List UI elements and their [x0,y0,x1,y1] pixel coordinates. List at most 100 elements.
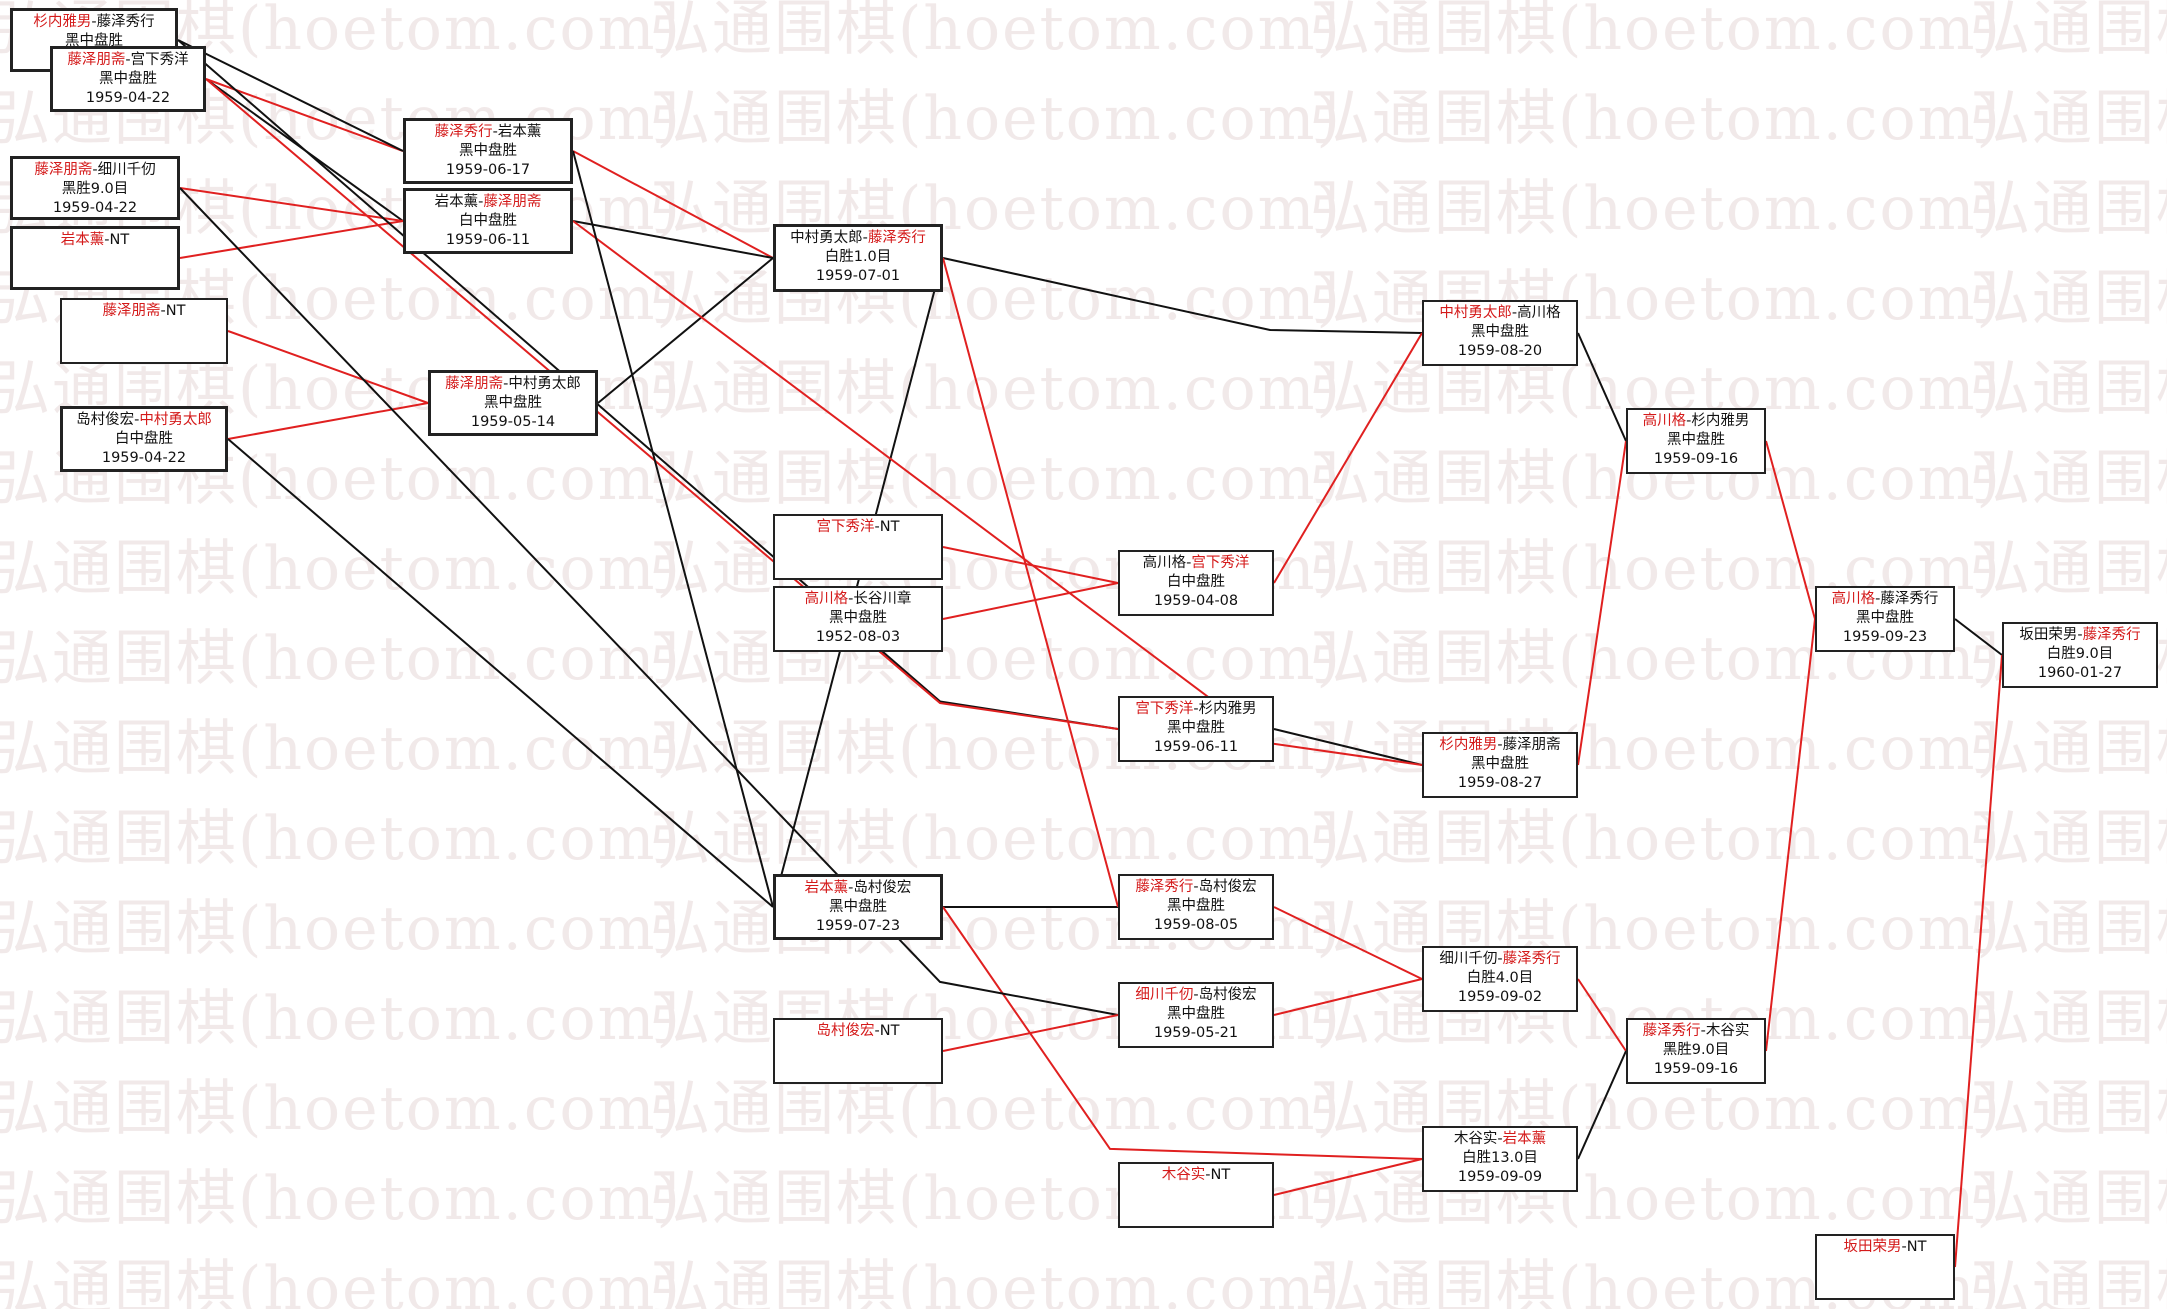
match-date: 1959-05-21 [1153,1025,1239,1041]
match-node: 坂田荣男-NT [1815,1234,1955,1300]
matchup-line: 杉内雅男-藤泽秀行 [13,13,175,32]
vs-dash: - [874,519,880,535]
player-b: NT [1210,1167,1231,1183]
match-node: 岛村俊宏-NT [773,1018,943,1084]
player-a: 岛村俊宏 [816,1023,875,1039]
match-date: 1952-08-03 [815,629,901,645]
vs-dash: - [1193,987,1199,1003]
match-node: 岩本薰-NT [10,226,180,290]
vs-dash: - [1193,879,1199,895]
winner-link [942,906,1423,1160]
matchup-line: 藤泽秀行-岩本薰 [406,123,570,142]
player-a: 藤泽秀行 [1642,1023,1701,1039]
player-b: 藤泽朋斋 [483,194,542,210]
player-a: 高川格 [1831,591,1876,607]
matchup-line: 木谷实-NT [1120,1166,1272,1185]
vs-dash: - [134,412,140,428]
player-a: 坂田荣男 [1843,1239,1902,1255]
vs-dash: - [1193,701,1199,717]
matchup-line: 坂田荣男-藤泽秀行 [2004,626,2156,645]
winner-link [205,78,404,152]
match-node: 木谷实-NT [1118,1162,1274,1228]
loser-link [177,39,404,152]
winner-link [227,402,429,440]
vs-dash: - [492,124,498,140]
vs-dash: - [1497,1131,1503,1147]
match-result: 白胜4.0目 [1466,970,1534,986]
vs-dash: - [91,14,97,30]
loser-link [572,150,774,908]
player-a: 细川千仞 [1135,987,1194,1003]
player-a: 高川格 [804,591,849,607]
vs-dash: - [1205,1167,1211,1183]
match-result: 黑胜9.0目 [1662,1042,1730,1058]
match-result: 黑中盘胜 [829,610,887,626]
loser-link [1954,618,2003,656]
player-a: 中村勇太郎 [1439,305,1512,321]
player-b: NT [879,519,900,535]
winner-link [942,257,1119,908]
player-b: 宫下秀洋 [130,52,189,68]
matchup-line: 藤泽秀行-岛村俊宏 [1120,878,1272,897]
player-b: 高川格 [1517,305,1561,321]
vs-dash: - [1901,1239,1907,1255]
player-a: 杉内雅男 [1439,737,1498,753]
match-date: 1959-04-22 [101,450,187,466]
vs-dash: - [160,303,166,319]
vs-dash: - [1497,951,1503,967]
match-date: 1959-09-16 [1653,451,1739,467]
player-a: 细川千仞 [1439,951,1498,967]
match-result: 黑中盘胜 [99,71,157,87]
loser-link [227,438,774,908]
matchup-line: 岩本薰-岛村俊宏 [776,879,940,898]
player-b: 藤泽朋斋 [1502,737,1561,753]
match-result: 黑中盘胜 [484,395,542,411]
match-result: 黑中盘胜 [829,899,887,915]
player-a: 中村勇太郎 [790,230,863,246]
winner-link [572,150,774,259]
match-date: 1959-06-17 [445,162,531,178]
match-date: 1959-07-01 [815,268,901,284]
player-b: 中村勇太郎 [139,412,212,428]
matchup-line: 高川格-宫下秀洋 [1120,554,1272,573]
match-date: 1959-09-23 [1842,629,1928,645]
match-node: 宫下秀洋-NT [773,514,943,580]
loser-link [597,257,774,404]
matchup-line: 宫下秀洋-杉内雅男 [1120,700,1272,719]
loser-link [572,220,774,259]
matchup-line: 岩本薰-藤泽朋斋 [406,193,570,212]
player-a: 木谷实 [1161,1167,1206,1183]
matchup-line: 岛村俊宏-NT [775,1022,941,1041]
matchup-line: 高川格-藤泽秀行 [1817,590,1953,609]
winner-link [179,187,404,222]
player-b: 岛村俊宏 [1198,879,1257,895]
match-date: 1959-09-02 [1457,989,1543,1005]
vs-dash: - [848,880,854,896]
match-date: 1959-04-22 [52,200,138,216]
player-a: 藤泽朋斋 [102,303,161,319]
player-b: NT [109,232,130,248]
vs-dash: - [874,1023,880,1039]
winner-link [942,1014,1119,1052]
loser-link [1273,728,1423,766]
player-b: 藤泽秀行 [867,230,926,246]
match-node: 藤泽朋斋-NT [60,298,228,364]
player-b: NT [1906,1239,1927,1255]
match-result: 黑胜9.0目 [61,181,129,197]
player-a: 木谷实 [1453,1131,1498,1147]
player-a: 藤泽朋斋 [34,162,93,178]
match-date: 1959-09-09 [1457,1169,1543,1185]
player-b: 藤泽秀行 [2082,627,2141,643]
player-a: 宫下秀洋 [816,519,875,535]
vs-dash: - [125,52,131,68]
